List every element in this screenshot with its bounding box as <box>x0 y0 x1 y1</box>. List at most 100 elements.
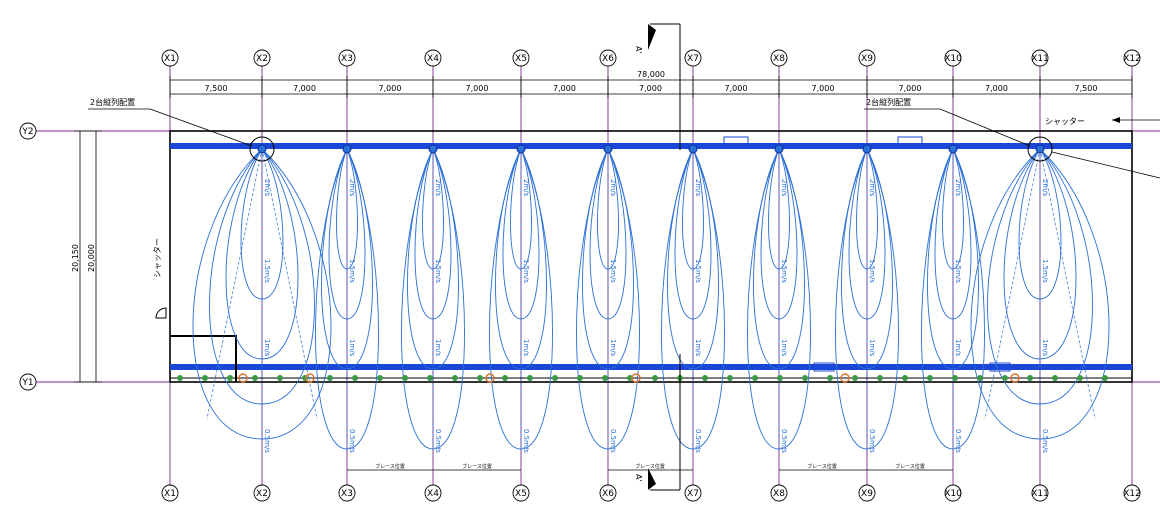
grid-bubble <box>338 49 356 67</box>
airflow-speed-label: 1m/s <box>348 339 356 357</box>
plant-marker <box>452 375 458 381</box>
fan-marker <box>257 144 267 154</box>
plant-marker <box>377 375 383 381</box>
section-mark-bottom: A' <box>634 354 681 491</box>
grid-bubble-label: X1 <box>164 489 176 499</box>
grid-bubble <box>770 49 788 67</box>
grid-bubble-label: X7 <box>687 54 699 64</box>
airflow-speed-label: 1.5m/s <box>868 259 876 283</box>
grid-bubble <box>161 49 179 67</box>
grid-bubble-label: X7 <box>687 489 699 499</box>
airflow-speed-label: 0.5m/s <box>348 429 356 453</box>
airflow-contour <box>489 148 553 450</box>
equipment-box <box>989 362 1011 372</box>
grid-bubble-label: X9 <box>861 489 873 499</box>
grid-bubble <box>1123 49 1141 67</box>
grid-bubble <box>858 484 876 502</box>
airflow-speed-label: 1.5m/s <box>522 259 530 283</box>
grid-bubble-label: X12 <box>1123 54 1141 64</box>
span-dimension: 7,000 <box>379 84 402 93</box>
plant-marker <box>552 375 558 381</box>
orange-marker <box>305 373 315 383</box>
fans <box>257 144 1045 154</box>
airflow-contour <box>921 148 985 450</box>
grid-bubble-label: Y1 <box>21 378 33 388</box>
airflow-speed-label: 2m/s <box>694 179 702 197</box>
grid-bubble <box>599 484 617 502</box>
plant-marker <box>227 375 233 381</box>
plant-marker <box>1102 375 1108 381</box>
airflow-speed-label: 2m/s <box>954 179 962 197</box>
orange-marker <box>238 373 248 383</box>
plant-marker <box>1077 375 1083 381</box>
airflow-speed-label: 1m/s <box>609 339 617 357</box>
grid-bubble <box>253 484 271 502</box>
grid-bubble <box>944 484 962 502</box>
grid-bubble <box>424 484 442 502</box>
grid-bubble <box>944 49 962 67</box>
plant-marker <box>877 375 883 381</box>
grid-bubble <box>1123 484 1141 502</box>
plant-marker <box>777 375 783 381</box>
grid-bubble-label: X10 <box>944 54 962 64</box>
office-room <box>170 335 237 382</box>
airflow-speed-label: 0.5m/s <box>263 429 271 453</box>
plant-marker <box>252 375 258 381</box>
span-dimension: 7,000 <box>985 84 1008 93</box>
airflow-speed-label: 1.5m/s <box>434 259 442 283</box>
airflow-speed-label: 0.5m/s <box>609 429 617 453</box>
grid-bubble-label: X11 <box>1031 489 1049 499</box>
total-dimension: 78,000 <box>637 70 665 79</box>
plant-marker <box>327 375 333 381</box>
airflow-axis <box>261 148 318 420</box>
grid-bubble-label: X9 <box>861 54 873 64</box>
plant-marker <box>727 375 733 381</box>
plant-marker <box>852 375 858 381</box>
span-dimension: 7,000 <box>899 84 922 93</box>
lower-duct <box>170 364 1132 370</box>
airflow-speed-label: 1m/s <box>694 339 702 357</box>
grid-bubble-label: X4 <box>427 489 439 499</box>
lower-markers <box>177 373 1108 383</box>
plant-marker <box>527 375 533 381</box>
plant-marker <box>502 375 508 381</box>
airflow-speed-label: 1.5m/s <box>348 259 356 283</box>
grid-bubble-label: X6 <box>602 489 614 499</box>
plant-marker <box>977 375 983 381</box>
grid-bubble <box>770 484 788 502</box>
fan-marker <box>342 144 352 154</box>
section-label-top: A' <box>634 46 643 54</box>
orange-marker <box>840 373 850 383</box>
airflow-speed-label: 1.5m/s <box>694 259 702 283</box>
building-wall <box>169 130 1133 383</box>
plant-marker <box>752 375 758 381</box>
airflow-patterns: 2m/s 1.5m/s 1m/s 0.5m/s 2m/s 1.5m/s 1m/s 0.5m/s… <box>192 148 1110 453</box>
grid-bubble <box>599 49 617 67</box>
airflow-speed-label: 0.5m/s <box>780 429 788 453</box>
height-outer-value: 20,150 <box>71 244 80 272</box>
brace-label: ブレース位置 <box>375 463 405 470</box>
grid-bubble <box>1031 49 1049 67</box>
orange-marker <box>485 373 495 383</box>
airflow-speed-label: 1m/s <box>868 339 876 357</box>
plant-marker <box>352 375 358 381</box>
plant-marker <box>827 375 833 381</box>
grid-bubble-label: X4 <box>427 54 439 64</box>
grid-bubble-label: X5 <box>515 489 527 499</box>
plant-marker <box>277 375 283 381</box>
door-swing <box>155 307 167 319</box>
plant-marker <box>802 375 808 381</box>
fan-marker <box>428 144 438 154</box>
orange-marker <box>1010 373 1020 383</box>
section-mark-top: A' <box>634 23 681 150</box>
brace-label: ブレース位置 <box>462 463 492 470</box>
shutter-label-left: シャッター <box>153 238 162 278</box>
equipment-box <box>897 136 923 148</box>
orange-marker <box>631 373 641 383</box>
grid-bubble-label: Y2 <box>21 127 33 137</box>
grid-bubble-label: X2 <box>256 54 268 64</box>
airflow-speed-label: 1m/s <box>434 339 442 357</box>
fan-marker <box>774 144 784 154</box>
grid-bubble <box>1031 484 1049 502</box>
plant-marker <box>702 375 708 381</box>
